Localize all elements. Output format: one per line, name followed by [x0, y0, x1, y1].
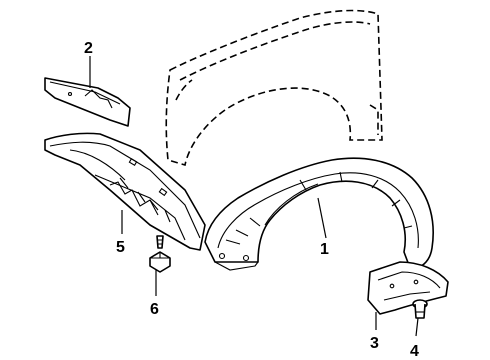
part-3-small-shield: [367, 261, 449, 315]
fender-outline: [165, 9, 383, 167]
part-2-bracket: [44, 77, 131, 127]
callout-1: 1: [320, 241, 329, 258]
part-1-liner: [204, 157, 434, 271]
callout-2: 2: [84, 40, 93, 57]
leader-1: [317, 197, 327, 239]
callout-4: 4: [410, 343, 419, 360]
part-6-bolt: [149, 235, 171, 273]
callout-5: 5: [116, 239, 125, 256]
part-4-clip: [412, 299, 428, 319]
part-5-shield: [44, 132, 206, 251]
leader-4: [415, 317, 419, 337]
callout-3: 3: [370, 335, 379, 352]
callout-6: 6: [150, 301, 159, 318]
